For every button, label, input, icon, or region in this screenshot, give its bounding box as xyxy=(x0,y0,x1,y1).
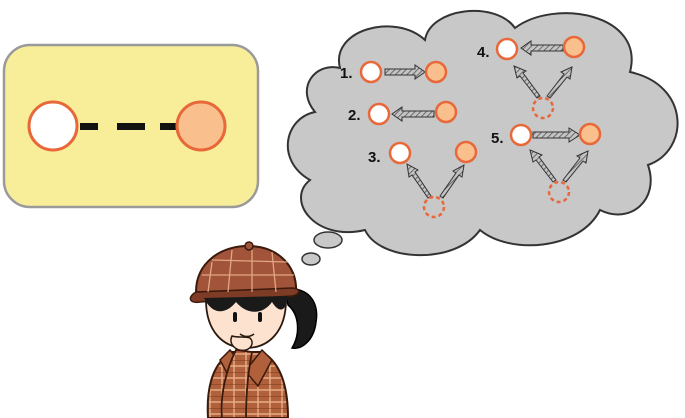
option-5: 5. xyxy=(491,122,602,204)
option-label: 5. xyxy=(491,130,504,147)
white-node xyxy=(509,123,533,147)
hair xyxy=(204,296,288,312)
arrow-up-left xyxy=(513,65,541,99)
white-node xyxy=(388,141,412,165)
arrow-up-right xyxy=(562,150,589,183)
orange-node xyxy=(578,122,602,146)
white-node xyxy=(367,102,391,126)
arrow-left xyxy=(520,40,564,56)
arrow-right xyxy=(532,127,581,143)
arrow-up-right xyxy=(439,164,465,199)
detective-thinking-icon xyxy=(189,241,318,418)
option-label: 4. xyxy=(477,44,490,61)
orange-node xyxy=(434,100,458,124)
arrow-up-left xyxy=(529,149,557,183)
option-label: 1. xyxy=(340,65,353,82)
hidden-cause-node xyxy=(422,195,446,219)
hidden-cause-node xyxy=(547,180,571,204)
dashed-undirected-edge xyxy=(80,123,178,130)
arrow-right xyxy=(384,64,426,80)
orange-node xyxy=(562,35,586,59)
left-eye xyxy=(233,312,237,322)
option-2: 2. xyxy=(348,100,458,126)
white-node xyxy=(27,100,79,152)
option-3: 3. xyxy=(368,140,478,219)
observed-correlation-panel xyxy=(2,43,260,209)
thought-bubble-small xyxy=(301,252,321,266)
mouth xyxy=(239,333,255,338)
arrow-left xyxy=(391,106,435,122)
white-node xyxy=(359,60,383,84)
ponytail xyxy=(284,288,318,349)
orange-node xyxy=(454,140,478,164)
option-label: 2. xyxy=(348,107,361,124)
arrow-up-left xyxy=(406,163,432,199)
option-label: 3. xyxy=(368,149,381,166)
orange-node xyxy=(175,100,227,152)
hand xyxy=(230,335,253,352)
arrow-up-right xyxy=(546,66,573,99)
arm xyxy=(220,349,254,418)
option-4: 4. xyxy=(477,35,586,120)
hat-button xyxy=(244,241,254,251)
right-eye xyxy=(258,312,262,322)
hat-check-pattern xyxy=(202,247,294,293)
thought-bubble-large xyxy=(313,231,343,249)
white-node xyxy=(495,37,519,61)
hidden-cause-node xyxy=(531,96,555,120)
orange-node xyxy=(424,60,448,84)
option-1: 1. xyxy=(340,60,448,84)
